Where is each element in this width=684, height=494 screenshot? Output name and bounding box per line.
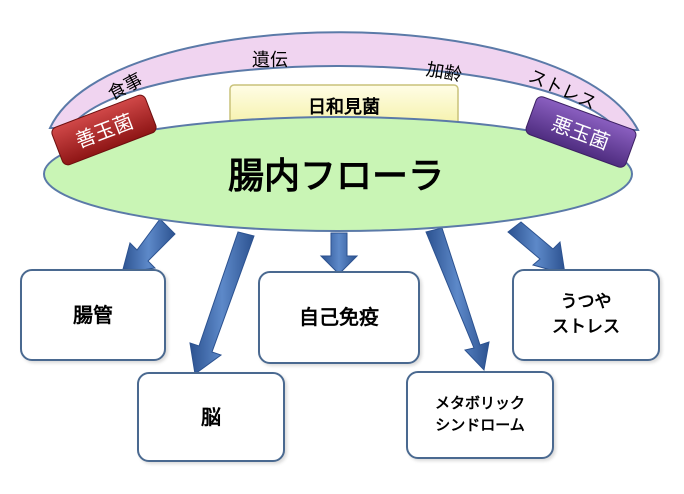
outcome-depression-line-1: うつや — [560, 292, 612, 313]
neutral-bacteria-label: 日和見菌 — [308, 97, 380, 118]
gut-flora-ellipse — [43, 116, 633, 232]
arrow-to-brain — [189, 231, 255, 375]
outcome-autoimmunity: 自己免疫 — [258, 271, 420, 364]
outcome-brain: 脳 — [137, 372, 285, 462]
arrow-to-autoimmunity — [319, 232, 359, 275]
outcome-autoimmunity-label: 自己免疫 — [299, 305, 379, 329]
outcome-metabolic-line-1: メタボリック — [434, 394, 525, 413]
outcome-metabolic-line-2: シンドローム — [435, 416, 525, 434]
gut-flora-label: 腸内フローラ — [228, 156, 444, 197]
arrow-to-depression — [507, 221, 566, 275]
outcome-brain-label: 脳 — [201, 404, 221, 429]
arrow-to-intestine — [121, 218, 176, 274]
outcome-intestine: 腸管 — [20, 269, 166, 361]
outcome-intestine-label: 腸管 — [73, 302, 113, 327]
outcome-depression-line-2: ストレス — [552, 317, 620, 337]
outcome-metabolic-syndrome: メタボリック シンドローム — [406, 371, 554, 459]
factor-arc-band — [48, 31, 640, 131]
factor-label-genetics: 遺伝 — [252, 50, 288, 71]
outcome-depression-stress: うつや ストレス — [512, 269, 660, 361]
arrow-to-metabolic — [425, 227, 490, 372]
